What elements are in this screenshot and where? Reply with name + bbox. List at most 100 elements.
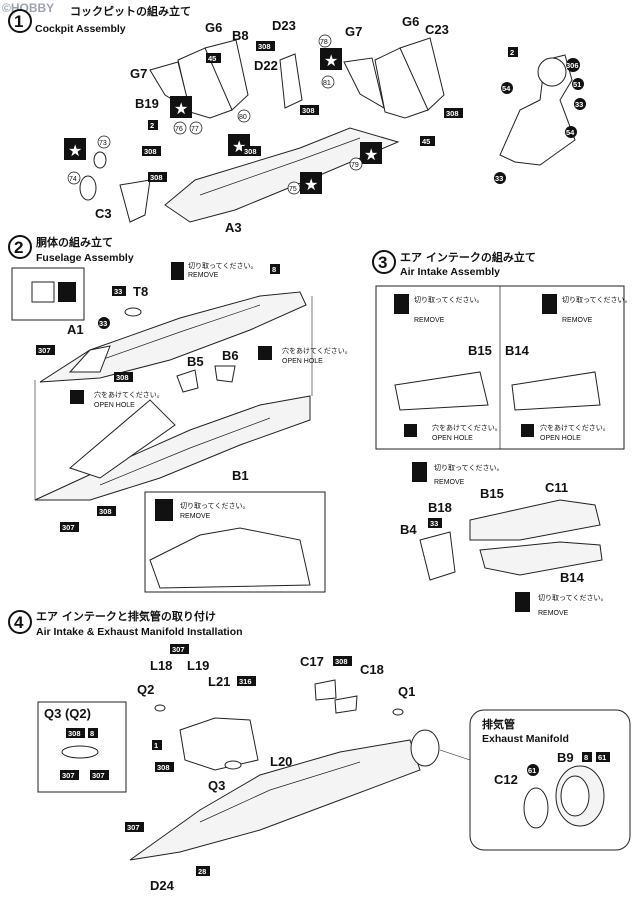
fuselage-lower-b1 (34, 395, 311, 501)
part-b5 (176, 369, 199, 393)
part-c3 (119, 179, 151, 223)
note-remove-2-en: REMOVE (180, 513, 211, 520)
note-hole-4-en: OPEN HOLE (540, 435, 581, 442)
label-c11: C11 (545, 480, 568, 495)
label-b19: B19 (135, 96, 159, 111)
step-1-badge (8, 9, 32, 33)
step-3-title-jp: エア インテークの組み立て (400, 250, 536, 264)
label-b15-a: B15 (468, 343, 492, 358)
part-b15-detail (394, 371, 489, 411)
install-color-28: 28 (198, 867, 206, 876)
install-color-307-b: 307 (62, 771, 75, 780)
color-77: 77 (191, 126, 199, 133)
color-308-a: 308 (258, 42, 271, 51)
color-80: 80 (239, 114, 247, 121)
label-c12: C12 (494, 772, 518, 787)
label-c23: C23 (425, 22, 449, 37)
color-75: 75 (289, 186, 297, 193)
install-color-61-b: 61 (528, 766, 536, 775)
label-b14-a: B14 (505, 343, 530, 358)
part-b4 (419, 531, 456, 581)
step-2-fuselage: 2 胴体の組み立て Fuselage Assembly T8 A1 B5 B6 … (8, 235, 352, 593)
label-q3-q2: Q3 (Q2) (44, 706, 91, 721)
label-b9: B9 (557, 750, 574, 765)
label-q1: Q1 (398, 684, 415, 699)
fuselage-color-33-b: 33 (99, 319, 107, 328)
label-d23: D23 (272, 18, 296, 33)
label-c17: C17 (300, 654, 324, 669)
part-c18 (334, 695, 358, 714)
label-b18: B18 (428, 500, 452, 515)
step-2-badge (8, 235, 32, 259)
step-4-title-en: Air Intake & Exhaust Manifold Installati… (36, 626, 243, 638)
pilot-color-306: 306 (566, 61, 579, 70)
note-remove-6-jp: 切り取ってください。 (538, 594, 607, 602)
label-a3: A3 (225, 220, 242, 235)
note-hole-2-en: OPEN HOLE (94, 402, 135, 409)
color-45-b: 45 (422, 137, 430, 146)
label-l18: L18 (150, 658, 172, 673)
color-78: 78 (320, 39, 328, 46)
install-color-8: 8 (90, 729, 94, 738)
note-remove-4-jp: 切り取ってください。 (562, 296, 631, 304)
note-remove-3-jp: 切り取ってください。 (414, 296, 483, 304)
step-2-number: 2 (14, 238, 23, 257)
pilot-color-51: 51 (573, 80, 581, 89)
label-g6-right: G6 (402, 14, 419, 29)
label-b8: B8 (232, 28, 249, 43)
install-color-308-a: 308 (335, 657, 348, 666)
step-4-number: 4 (14, 613, 24, 632)
label-t8: T8 (133, 284, 148, 299)
label-g6-left: G6 (205, 20, 222, 35)
exhaust-title-en: Exhaust Manifold (482, 733, 569, 745)
color-308-b: 308 (144, 147, 157, 156)
install-color-1: 1 (154, 741, 158, 750)
cockpit-tub-a3 (164, 127, 400, 223)
seat-back-right (399, 37, 445, 111)
label-b1: B1 (232, 468, 249, 483)
color-73: 73 (99, 140, 107, 147)
fuselage-color-308-a: 308 (116, 373, 129, 382)
exhaust-title-jp: 排気管 (482, 717, 515, 731)
label-b15-b: B15 (480, 486, 504, 501)
label-c18: C18 (360, 662, 384, 677)
fuselage-detail-box (144, 491, 326, 593)
note-remove-2-jp: 切り取ってください。 (180, 502, 249, 510)
note-hole-2-jp: 穴をあけてください。 (94, 390, 164, 399)
install-color-8-b: 8 (584, 753, 588, 762)
install-color-308-b: 308 (68, 729, 81, 738)
label-c3: C3 (95, 206, 112, 221)
part-73 (93, 151, 107, 169)
fuselage-color-33: 33 (114, 287, 122, 296)
pilot-color-33-a: 33 (575, 100, 583, 109)
fuselage-color-8: 8 (272, 265, 276, 274)
note-hole-1-en: OPEN HOLE (282, 358, 323, 365)
note-remove-4-en: REMOVE (562, 317, 593, 324)
fuselage-color-307: 307 (38, 346, 51, 355)
label-b6: B6 (222, 348, 239, 363)
part-t8 (124, 307, 142, 317)
step-3-intake: 3 エア インテークの組み立て Air Intake Assembly 切り取っ… (372, 250, 631, 617)
color-2-a: 2 (150, 121, 154, 130)
install-color-316: 316 (239, 677, 252, 686)
label-l20: L20 (270, 754, 292, 769)
fuselage-color-308-b: 308 (99, 507, 112, 516)
color-308-e: 308 (446, 109, 459, 118)
note-remove-6-en: REMOVE (538, 610, 569, 617)
label-g7-left: G7 (130, 66, 147, 81)
label-d22: D22 (254, 58, 278, 73)
install-color-61-a: 61 (598, 753, 606, 762)
label-d24: D24 (150, 878, 175, 893)
note-remove-5-en: REMOVE (434, 479, 465, 486)
svg-text:★: ★ (304, 175, 318, 194)
part-q2 (154, 704, 166, 712)
step-3-badge (372, 250, 396, 274)
seat-assembly (69, 399, 176, 479)
step-1-number: 1 (14, 12, 23, 31)
exhaust-nozzle (410, 729, 440, 767)
color-79: 79 (351, 162, 359, 169)
label-b5: B5 (187, 354, 204, 369)
exhaust-inset (469, 709, 631, 851)
fuselage-color-307-b: 307 (62, 523, 75, 532)
